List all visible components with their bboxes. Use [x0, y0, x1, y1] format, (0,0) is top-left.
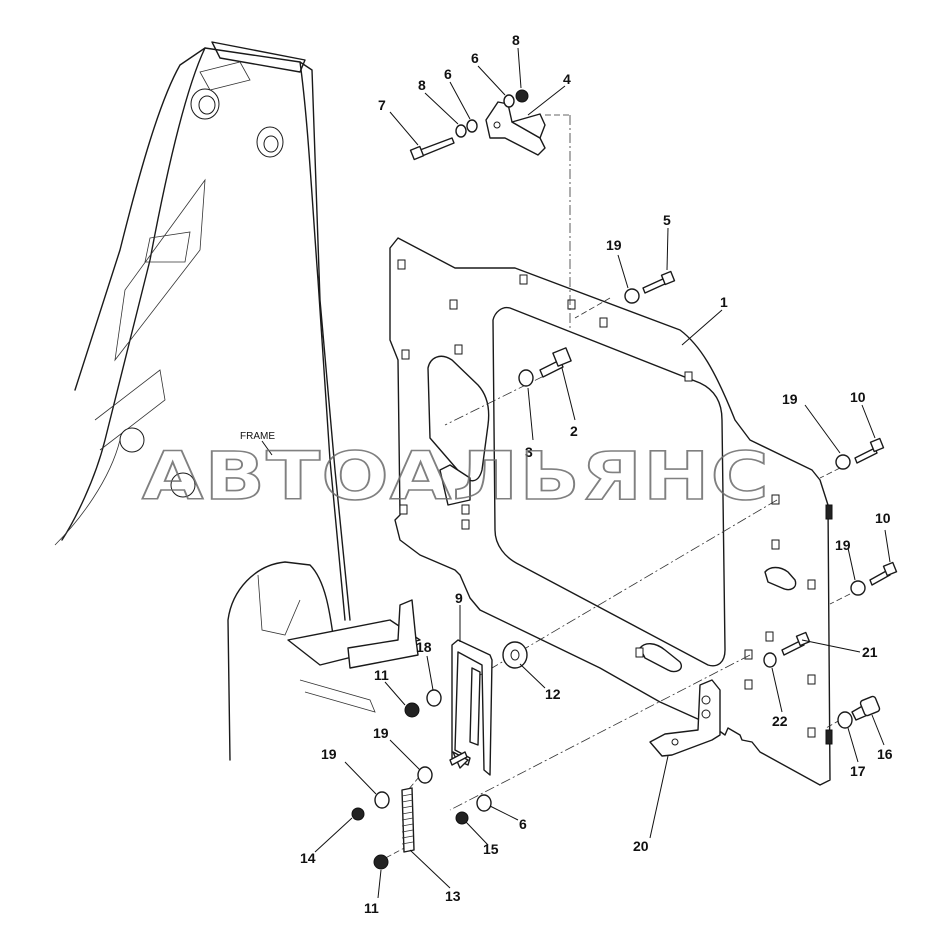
nut-15 [455, 811, 469, 825]
spring-13 [401, 787, 415, 853]
frame-structure: FRAME [54, 41, 421, 761]
callout-8: 8 [512, 32, 520, 48]
callout-10: 10 [875, 510, 891, 526]
callout-22: 22 [772, 713, 788, 729]
washer-19e [374, 791, 390, 809]
callout-7: 7 [378, 97, 386, 113]
callout-labels: 8 6 8 6 4 7 5 19 1 2 3 19 10 10 19 9 18 … [300, 32, 893, 916]
callout-8: 8 [418, 77, 426, 93]
washer-6a [466, 119, 478, 133]
callout-10: 10 [850, 389, 866, 405]
bolt-5 [642, 270, 676, 294]
callout-2: 2 [570, 423, 578, 439]
callout-18: 18 [416, 639, 432, 655]
callout-3: 3 [525, 444, 533, 460]
washer-19d [417, 766, 433, 784]
washer-19c [850, 580, 866, 596]
callout-11: 11 [374, 667, 389, 683]
callout-11: 11 [364, 900, 379, 916]
frame-label: FRAME [240, 431, 275, 442]
callout-20: 20 [633, 838, 649, 854]
washer-6c [476, 794, 492, 812]
callout-16: 16 [877, 746, 893, 762]
washer-19b [835, 454, 851, 470]
callout-6: 6 [519, 816, 527, 832]
mounting-plate [389, 237, 833, 786]
callout-17: 17 [850, 763, 866, 779]
washer-22 [763, 652, 777, 668]
bolt-2 [539, 347, 572, 378]
nut-8b [515, 89, 529, 103]
callout-15: 15 [483, 841, 499, 857]
nut-14 [351, 807, 365, 821]
callout-19: 19 [782, 391, 798, 407]
bracket-9 [451, 639, 493, 776]
callout-4: 4 [563, 71, 571, 87]
callout-1: 1 [720, 294, 728, 310]
washer-3 [518, 369, 534, 387]
callout-5: 5 [663, 212, 671, 228]
callout-6: 6 [444, 66, 452, 82]
bracket-20 [649, 679, 721, 757]
bolt-21 [781, 631, 811, 656]
callout-21: 21 [862, 644, 878, 660]
washer-19a [624, 288, 640, 304]
washer-8a [455, 124, 467, 138]
callout-9: 9 [455, 590, 463, 606]
callout-19: 19 [373, 725, 389, 741]
bolt-7 [409, 137, 455, 161]
callout-19: 19 [835, 537, 851, 553]
washer-6b [503, 94, 515, 108]
callout-19: 19 [321, 746, 337, 762]
washer-18 [426, 689, 442, 707]
bolt-10a [854, 437, 885, 464]
washer-17 [837, 711, 853, 729]
callout-12: 12 [545, 686, 561, 702]
watermark-text: АВТОАЛЬЯНС [142, 438, 770, 515]
callout-14: 14 [300, 850, 316, 866]
callout-13: 13 [445, 888, 461, 904]
nut-11b [373, 854, 389, 870]
callout-6: 6 [471, 50, 479, 66]
bracket-4 [485, 101, 546, 156]
screw-9-small [449, 751, 468, 766]
knob-16 [851, 695, 881, 721]
washer-12-hole [510, 649, 520, 661]
nut-11a [404, 702, 420, 718]
leader-lines [314, 47, 891, 899]
callout-19: 19 [606, 237, 622, 253]
bolt-10b [869, 561, 898, 586]
